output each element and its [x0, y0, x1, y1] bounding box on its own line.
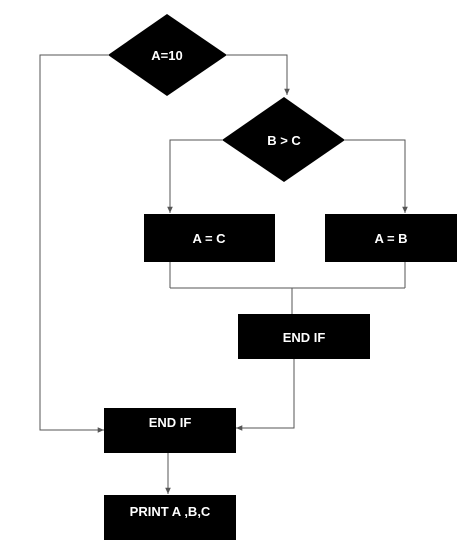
- flowchart-edges: [39, 54, 408, 494]
- assign-ab-label: A = B: [374, 231, 407, 246]
- process-box: [144, 214, 275, 262]
- end-if-inner-label: END IF: [283, 330, 326, 345]
- decision-a-equals-10: A=10: [108, 14, 227, 96]
- print-label: PRINT A ,B,C: [130, 504, 211, 519]
- process-box: [238, 314, 370, 359]
- decision-a-label: A=10: [151, 48, 182, 63]
- process-assign-a-b: A = B: [325, 214, 457, 262]
- decision-diamond: [222, 97, 345, 182]
- process-print: PRINT A ,B,C: [104, 495, 236, 540]
- edge-bgtc-to-assign-ac: [167, 139, 222, 213]
- end-if-outer-label: END IF: [149, 415, 192, 430]
- process-box: [104, 408, 236, 453]
- edge-a10-to-endif-outer: [39, 54, 108, 433]
- process-box: [325, 214, 457, 262]
- process-assign-a-c: A = C: [144, 214, 275, 262]
- decision-b-label: B > C: [267, 133, 301, 148]
- assign-ac-label: A = C: [192, 231, 226, 246]
- process-box: [104, 495, 236, 540]
- edge-endif-inner-to-endif-outer: [236, 359, 295, 431]
- decision-b-greater-c: B > C: [222, 97, 345, 182]
- edge-bgtc-to-assign-ab: [345, 139, 408, 213]
- process-end-if-outer: END IF: [104, 408, 236, 453]
- decision-diamond: [108, 14, 227, 96]
- edge-a10-to-bgtc: [227, 54, 290, 95]
- process-end-if-inner: END IF: [238, 314, 370, 359]
